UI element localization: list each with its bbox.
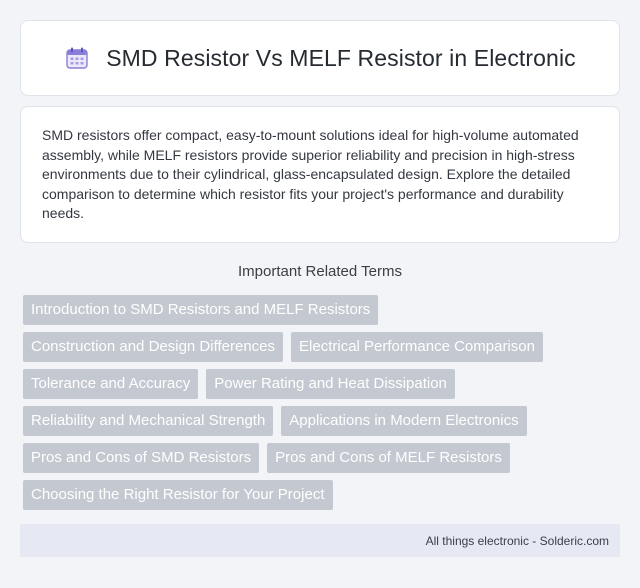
page-title: SMD Resistor Vs MELF Resistor in Electro… xyxy=(106,44,576,71)
term-tag[interactable]: Choosing the Right Resistor for Your Pro… xyxy=(23,480,333,510)
term-tag[interactable]: Applications in Modern Electronics xyxy=(281,406,527,436)
footer-text: All things electronic - Solderic.com xyxy=(425,533,609,548)
term-tag[interactable]: Reliability and Mechanical Strength xyxy=(23,406,274,436)
term-tag[interactable]: Construction and Design Differences xyxy=(23,332,284,362)
related-terms-heading: Important Related Terms xyxy=(238,263,402,280)
intro-card: SMD resistors offer compact, easy-to-mou… xyxy=(20,106,620,243)
term-tag[interactable]: Tolerance and Accuracy xyxy=(23,369,199,399)
related-terms-list: Introduction to SMD Resistors and MELF R… xyxy=(23,295,620,510)
calendar-icon xyxy=(66,47,88,69)
term-tag[interactable]: Pros and Cons of SMD Resistors xyxy=(23,443,260,473)
term-tag[interactable]: Power Rating and Heat Dissipation xyxy=(206,369,455,399)
term-tag[interactable]: Electrical Performance Comparison xyxy=(291,332,543,362)
term-tag[interactable]: Introduction to SMD Resistors and MELF R… xyxy=(23,295,379,325)
intro-text: SMD resistors offer compact, easy-to-mou… xyxy=(42,127,579,222)
term-tag[interactable]: Pros and Cons of MELF Resistors xyxy=(267,443,510,473)
title-card: SMD Resistor Vs MELF Resistor in Electro… xyxy=(20,20,620,96)
footer: All things electronic - Solderic.com xyxy=(20,524,620,557)
